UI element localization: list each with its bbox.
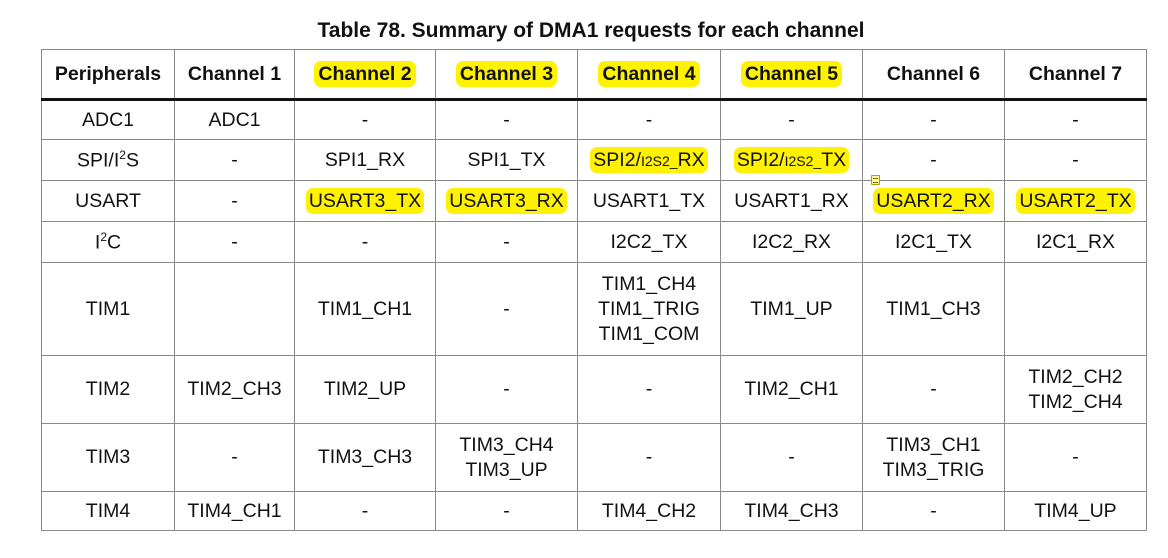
header-channel-7: Channel 7 [1004,49,1147,101]
cell-usart-ch3: USART3_RX [435,180,578,222]
table-row-tim3: TIM3 - TIM3_CH3 TIM3_CH4 TIM3_UP - - TIM… [41,423,1147,492]
cell-tim3-ch6: TIM3_CH1 TIM3_TRIG [862,423,1005,492]
cell-tim2-ch1: TIM2_CH3 [174,355,295,424]
highlighted-text: USART2_RX [873,187,994,214]
cell-tim3-ch4: - [577,423,721,492]
cell-tim4-ch6: - [862,491,1005,531]
header-row: Peripherals Channel 1 Channel 2 Channel … [41,49,1147,101]
cell-usart-ch4: USART1_TX [577,180,721,222]
highlighted-text: USART2_TX [1016,187,1135,214]
cell-tim2-ch7: TIM2_CH2 TIM2_CH4 [1004,355,1147,424]
dma1-requests-table: Peripherals Channel 1 Channel 2 Channel … [41,49,1147,531]
cell-i2c-ch6: I2C1_TX [862,221,1005,263]
cell-spi-ch3: SPI1_TX [435,139,578,181]
row-label-spi-i2s: SPI/I2S [41,139,175,181]
cell-tim1-ch3: - [435,262,578,356]
cell-spi-ch2: SPI1_RX [294,139,436,181]
row-label-tim1: TIM1 [41,262,175,356]
highlighted-text: Channel 4 [598,60,700,87]
highlighted-text: SPI2/I2S2_TX [733,146,850,173]
table-row-tim2: TIM2 TIM2_CH3 TIM2_UP - - TIM2_CH1 - TIM… [41,355,1147,424]
cell-tim3-ch3: TIM3_CH4 TIM3_UP [435,423,578,492]
table-title: Table 78. Summary of DMA1 requests for e… [317,19,865,42]
cell-spi-ch4: SPI2/I2S2_RX [577,139,721,181]
cell-usart-ch5: USART1_RX [720,180,863,222]
cell-spi-ch7: - [1004,139,1147,181]
sticky-note-icon[interactable] [871,175,880,185]
highlighted-text: USART3_RX [446,187,567,214]
header-channel-2: Channel 2 [294,49,436,101]
cell-i2c-ch5: I2C2_RX [720,221,863,263]
highlighted-text: Channel 3 [455,60,558,87]
cell-tim2-ch5: TIM2_CH1 [720,355,863,424]
cell-tim3-ch1: - [174,423,295,492]
highlighted-text: Channel 2 [314,60,416,87]
cell-usart-ch7: USART2_TX [1004,180,1147,222]
cell-tim1-ch7 [1004,262,1147,356]
cell-tim1-ch6: TIM1_CH3 [862,262,1005,356]
cell-tim2-ch4: - [577,355,721,424]
cell-adc1-ch7: - [1004,99,1147,140]
cell-usart-ch2: USART3_TX [294,180,436,222]
cell-adc1-ch2: - [294,99,436,140]
cell-adc1-ch5: - [720,99,863,140]
cell-adc1-ch3: - [435,99,578,140]
cell-i2c-ch4: I2C2_TX [577,221,721,263]
cell-usart-ch1: - [174,180,295,222]
header-channel-1: Channel 1 [174,49,295,101]
table-row-adc1: ADC1 ADC1 - - - - - - [41,99,1147,140]
table-row-tim1: TIM1 TIM1_CH1 - TIM1_CH4 TIM1_TRIG TIM1_… [41,262,1147,356]
cell-spi-ch5: SPI2/I2S2_TX [720,139,863,181]
row-label-tim4: TIM4 [41,491,175,531]
cell-tim4-ch3: - [435,491,578,531]
highlighted-text: USART3_TX [305,187,425,214]
cell-adc1-ch6: - [862,99,1005,140]
row-label-tim3: TIM3 [41,423,175,492]
header-channel-3: Channel 3 [435,49,578,101]
cell-adc1-ch4: - [577,99,721,140]
cell-adc1-ch1: ADC1 [174,99,295,140]
header-channel-6: Channel 6 [862,49,1005,101]
cell-tim1-ch2: TIM1_CH1 [294,262,436,356]
row-label-i2c: I2C [41,221,175,263]
table-row-spi: SPI/I2S - SPI1_RX SPI1_TX SPI2/I2S2_RX S… [41,139,1147,181]
cell-i2c-ch7: I2C1_RX [1004,221,1147,263]
cell-tim4-ch7: TIM4_UP [1004,491,1147,531]
row-label-usart: USART [41,180,175,222]
cell-tim1-ch5: TIM1_UP [720,262,863,356]
cell-tim2-ch3: - [435,355,578,424]
cell-tim4-ch1: TIM4_CH1 [174,491,295,531]
cell-tim3-ch5: - [720,423,863,492]
highlighted-text: SPI2/I2S2_RX [590,146,708,173]
cell-tim1-ch1 [174,262,295,356]
cell-tim2-ch2: TIM2_UP [294,355,436,424]
cell-tim3-ch2: TIM3_CH3 [294,423,436,492]
cell-i2c-ch1: - [174,221,295,263]
highlighted-text: Channel 5 [740,60,843,87]
cell-i2c-ch3: - [435,221,578,263]
row-label-adc1: ADC1 [41,99,175,140]
cell-tim4-ch5: TIM4_CH3 [720,491,863,531]
table-row-i2c: I2C - - - I2C2_TX I2C2_RX I2C1_TX I2C1_R… [41,221,1147,263]
header-channel-5: Channel 5 [720,49,863,101]
cell-i2c-ch2: - [294,221,436,263]
cell-tim2-ch6: - [862,355,1005,424]
header-channel-4: Channel 4 [577,49,721,101]
cell-spi-ch1: - [174,139,295,181]
table-row-tim4: TIM4 TIM4_CH1 - - TIM4_CH2 TIM4_CH3 - TI… [41,491,1147,531]
header-peripherals: Peripherals [41,49,175,101]
cell-usart-ch6: USART2_RX [862,180,1005,222]
table-row-usart: USART - USART3_TX USART3_RX USART1_TX US… [41,180,1147,222]
cell-tim1-ch4: TIM1_CH4 TIM1_TRIG TIM1_COM [577,262,721,356]
cell-tim4-ch2: - [294,491,436,531]
cell-tim3-ch7: - [1004,423,1147,492]
cell-spi-ch6: - [862,139,1005,181]
cell-tim4-ch4: TIM4_CH2 [577,491,721,531]
row-label-tim2: TIM2 [41,355,175,424]
